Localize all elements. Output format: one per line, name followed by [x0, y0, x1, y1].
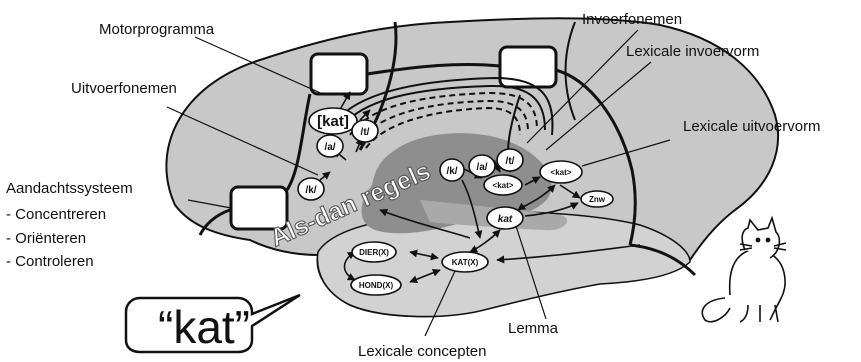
- label-controleren: - Controleren: [6, 253, 94, 270]
- node-out-t-label: /t/: [361, 127, 370, 138]
- label-lexicale-concepten: Lexicale concepten: [358, 343, 486, 360]
- node-in-t-label: /t/: [506, 156, 515, 167]
- node-in-a-label: /a/: [476, 162, 487, 173]
- node-kat-in-label: <kat>: [493, 181, 514, 190]
- label-lexicale-invoervorm: Lexicale invoervorm: [626, 43, 759, 60]
- speech-bubble-text: “kat”: [158, 301, 250, 353]
- node-dier-label: DIER(X): [359, 248, 389, 257]
- node-lemma-kat-label: kat: [498, 214, 513, 225]
- label-orienteren: - Oriënteren: [6, 230, 86, 247]
- cat-drawing: [702, 218, 786, 322]
- label-uitvoerfonemen: Uitvoerfonemen: [71, 80, 177, 97]
- label-concentreren: - Concentreren: [6, 206, 106, 223]
- node-kat-out-label: <kat>: [551, 168, 572, 177]
- node-kat-concept-label: KAT(X): [452, 258, 479, 267]
- node-out-a-label: /a/: [324, 142, 335, 153]
- parietal-box: [500, 47, 556, 87]
- premotor-box: [311, 54, 367, 94]
- label-aandachtssysteem: Aandachtssysteem: [6, 180, 133, 197]
- node-znw-label: Znw: [589, 195, 606, 204]
- node-kat-motor-label: [kat]: [317, 113, 349, 130]
- node-out-k-label: /k/: [305, 185, 316, 196]
- node-in-k-label: /k/: [446, 166, 457, 177]
- label-motorprogramma: Motorprogramma: [99, 21, 215, 38]
- node-hond-label: HOND(X): [359, 281, 394, 290]
- label-lemma: Lemma: [508, 320, 559, 337]
- label-invoerfonemen: Invoerfonemen: [582, 11, 682, 28]
- label-lexicale-uitvoervorm: Lexicale uitvoervorm: [683, 118, 821, 135]
